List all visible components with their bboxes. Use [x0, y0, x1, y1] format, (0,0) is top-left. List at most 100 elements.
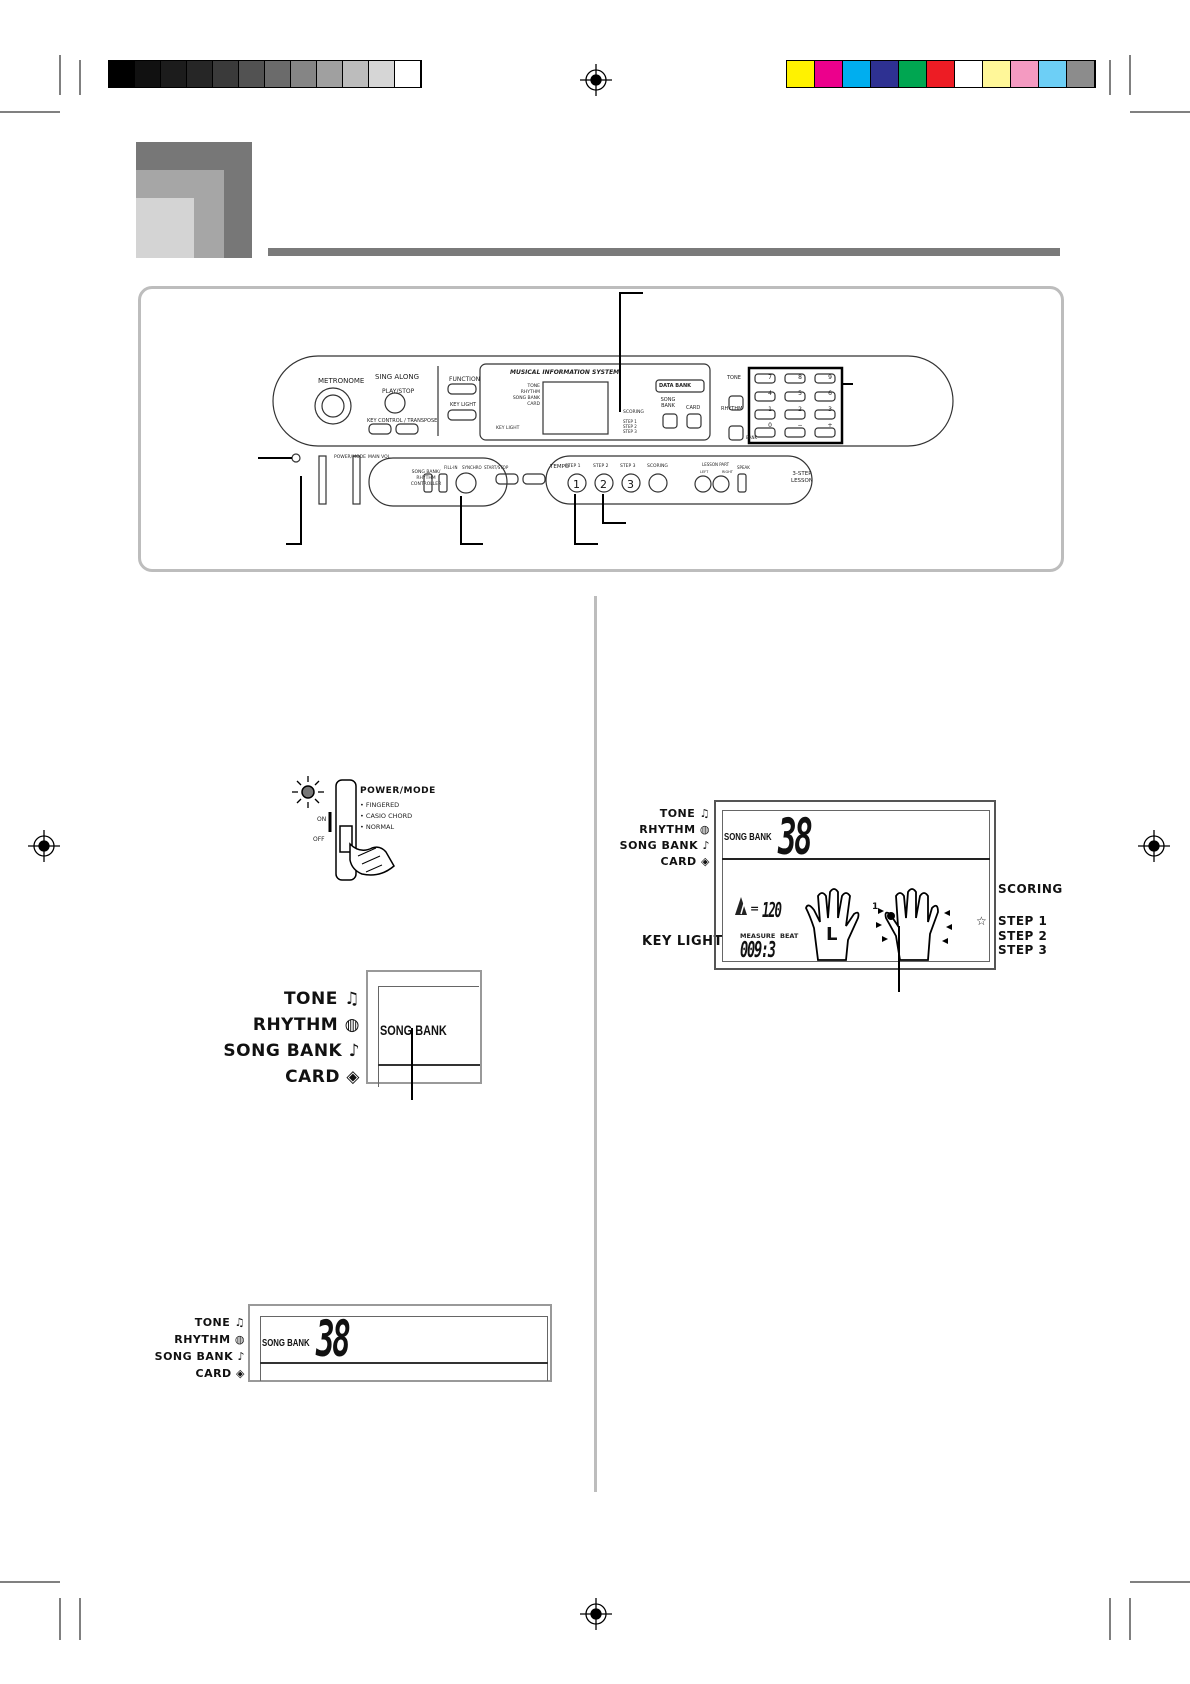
mode-tone: TONE ♫	[194, 1316, 245, 1329]
mode-card: CARD ◈	[285, 1067, 360, 1087]
calibration-swatch	[265, 61, 291, 87]
right-label: RIGHT	[722, 470, 733, 474]
mis-title: MUSICAL INFORMATION SYSTEM	[510, 369, 620, 376]
key-light-label: KEY LIGHT	[642, 934, 723, 949]
numpad-key[interactable]: 0	[768, 422, 772, 429]
speak-button	[737, 473, 747, 493]
lcd-display-2: SONG BANK 38	[248, 1304, 552, 1382]
tempo-label: TEMPO	[550, 464, 570, 470]
star-icon: ☆	[976, 914, 987, 928]
key-light-panel-label: KEY LIGHT	[450, 402, 477, 408]
play-stop-label: PLAY/STOP	[382, 388, 415, 395]
mode-tone: TONE ♫	[659, 807, 710, 820]
lesson-outline	[545, 455, 813, 505]
gray-calibration-bar	[108, 60, 422, 88]
calibration-swatch	[317, 61, 343, 87]
numpad-key[interactable]: −	[797, 422, 803, 429]
card-icon: ◈	[701, 855, 710, 868]
numpad-key[interactable]: 6	[828, 390, 832, 397]
numpad-key[interactable]: 5	[798, 390, 802, 397]
three-step-lesson-label: 3-STEP LESSON	[791, 471, 813, 484]
numpad-key[interactable]: 4	[768, 390, 772, 397]
fill-in-label: FILL-IN	[444, 465, 458, 470]
synchro-label: SYNCHRO	[462, 465, 482, 470]
power-mode-switch-illustration	[292, 776, 395, 881]
tempo-equals: =	[750, 902, 760, 915]
power-mode-panel-label: POWER/MODE	[334, 455, 366, 460]
step-2-label: STEP 2	[998, 928, 1048, 943]
mode-card: CARD ◈	[660, 855, 710, 868]
lcd3-number: 38	[778, 808, 813, 866]
lcd3-song-bank-text: SONG BANK	[724, 832, 772, 843]
card-icon: ◈	[236, 1367, 245, 1380]
numpad-key[interactable]: 2	[798, 406, 802, 413]
song-bank-button-label: SONG BANK	[660, 397, 676, 409]
calibration-swatch	[239, 61, 265, 87]
mode-rhythm: RHYTHM ◍	[639, 823, 710, 836]
calibration-swatch	[871, 61, 899, 87]
option-normal: • NORMAL	[360, 823, 395, 831]
calibration-swatch	[161, 61, 187, 87]
power-lamp-lit	[301, 785, 315, 799]
play-stop-button	[384, 392, 406, 414]
measure-beat-value: 009:3	[740, 938, 776, 963]
step2-button	[594, 473, 614, 493]
numpad-key[interactable]: 7	[768, 374, 772, 381]
tone-button-label: TONE	[727, 375, 741, 381]
color-calibration-bar	[786, 60, 1096, 88]
key-control-down-button	[368, 423, 392, 435]
finger-number: 1	[872, 902, 879, 912]
mis-step-3: STEP 3	[623, 429, 637, 434]
scoring-button	[648, 473, 668, 493]
lcd-display-1: SONG BANK	[366, 970, 482, 1087]
numpad-key[interactable]: 9	[828, 374, 832, 381]
step2-number[interactable]: 2	[600, 478, 607, 491]
violin-icon: ♫	[699, 807, 710, 820]
registration-mark-top	[580, 64, 612, 96]
calibration-swatch	[1039, 61, 1067, 87]
mis-step-list: STEP 1 STEP 2 STEP 3	[623, 419, 637, 434]
numpad-key[interactable]: 3	[828, 406, 832, 413]
left-hand-icon	[805, 888, 860, 961]
scoring-panel-label: SCORING	[647, 464, 668, 469]
step3-number[interactable]: 3	[627, 478, 634, 491]
sing-along-label: SING ALONG	[375, 373, 420, 381]
option-casio-chord: • CASIO CHORD	[360, 812, 413, 820]
switch-knob	[339, 825, 353, 853]
function-button	[447, 383, 477, 395]
numpad-key[interactable]: +	[827, 422, 833, 429]
mis-mode-song-bank: SONG BANK	[512, 396, 540, 401]
data-bank-label: DATA BANK	[659, 383, 692, 389]
numpad-key[interactable]: 8	[798, 374, 802, 381]
calibration-swatch	[815, 61, 843, 87]
tempo-value: 120	[762, 898, 782, 922]
start-stop-label: START/STOP	[484, 465, 509, 470]
finger-highlight-dot	[887, 912, 895, 920]
right-hand-icon	[884, 888, 939, 961]
main-vol-label: MAIN VOL.	[368, 455, 392, 460]
mode-rhythm: RHYTHM ◍	[174, 1333, 245, 1346]
lesson-part-label: LESSON PART	[702, 462, 730, 467]
calibration-swatch	[395, 61, 421, 87]
keyboard-panel-drawing	[258, 292, 954, 545]
power-mode-options: • FINGERED • CASIO CHORD • NORMAL	[360, 800, 412, 833]
header-rule	[268, 248, 1060, 256]
volume-slider	[352, 455, 361, 505]
numpad-key[interactable]: 1	[768, 406, 772, 413]
step1-button	[567, 473, 587, 493]
panel-figure-frame	[138, 286, 1064, 572]
lcd1-song-bank-text: SONG BANK	[380, 1022, 447, 1038]
calibration-swatch	[983, 61, 1011, 87]
step1-number[interactable]: 1	[573, 478, 580, 491]
mis-mode-card: CARD	[527, 402, 540, 407]
mis-mode-list: TONE RHYTHM SONG BANK CARD	[488, 384, 540, 408]
data-bank-box	[655, 379, 705, 393]
calibration-swatch	[291, 61, 317, 87]
numpad-highlight	[747, 366, 844, 445]
callout-step2	[602, 494, 626, 524]
switch-slot	[335, 779, 357, 881]
step2-label: STEP 2	[593, 464, 609, 469]
step-1-label: STEP 1	[998, 914, 1048, 928]
power-switch	[318, 455, 327, 505]
callout-step1	[574, 494, 598, 545]
